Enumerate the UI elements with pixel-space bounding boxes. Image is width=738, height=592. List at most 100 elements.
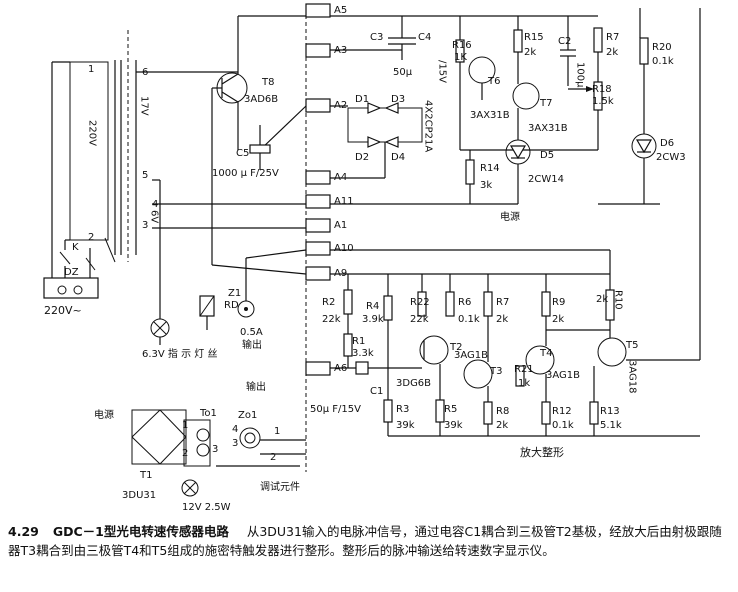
svg-text:17V: 17V: [139, 96, 150, 116]
svg-text:输出: 输出: [246, 380, 266, 393]
svg-text:2k: 2k: [596, 294, 608, 305]
svg-text:3k: 3k: [480, 180, 492, 191]
svg-text:3AG1B: 3AG1B: [454, 350, 488, 361]
svg-text:R16: R16: [452, 40, 472, 51]
svg-text:2k: 2k: [552, 314, 564, 325]
svg-text:1k: 1k: [518, 378, 530, 389]
resistor-r14: R14 3k: [330, 150, 518, 205]
svg-text:1.5k: 1.5k: [592, 96, 614, 107]
svg-text:输出: 输出: [242, 338, 262, 351]
svg-text:R3: R3: [396, 404, 409, 415]
svg-text:2k: 2k: [496, 314, 508, 325]
svg-text:A10: A10: [334, 243, 354, 254]
svg-text:调试元件: 调试元件: [260, 480, 300, 493]
capacitors-c3-c4: C3 C4 50μ: [330, 15, 598, 78]
svg-text:0.5A: 0.5A: [240, 327, 263, 338]
fuse-z1: Z1 RD 0.5A 输出: [199, 249, 307, 351]
svg-text:R6: R6: [458, 297, 471, 308]
svg-text:电源: 电源: [500, 210, 520, 223]
dz-fuse: [43, 277, 99, 299]
svg-text:/15V: /15V: [437, 60, 448, 83]
r7-r18: R7 2k R18 1.5k: [568, 27, 619, 150]
svg-text:2CW14: 2CW14: [528, 174, 564, 185]
svg-text:2: 2: [270, 452, 276, 463]
svg-text:T1: T1: [139, 470, 152, 481]
svg-text:3AD6B: 3AD6B: [244, 94, 278, 105]
svg-text:2k: 2k: [606, 47, 618, 58]
svg-text:4X2CP21A: 4X2CP21A: [423, 100, 434, 152]
svg-text:2k: 2k: [496, 420, 508, 431]
svg-text:220V~: 220V~: [44, 304, 82, 317]
svg-text:6.3V 指 示 灯 丝: 6.3V 指 示 灯 丝: [142, 347, 217, 360]
svg-text:12V 2.5W: 12V 2.5W: [182, 502, 231, 513]
svg-text:3.3k: 3.3k: [352, 348, 374, 359]
svg-text:R10: R10: [613, 290, 624, 310]
svg-text:R9: R9: [552, 297, 565, 308]
svg-text:A5: A5: [334, 5, 347, 16]
svg-text:D1: D1: [355, 94, 369, 105]
svg-text:220V: 220V: [87, 120, 98, 146]
svg-text:0.1k: 0.1k: [552, 420, 574, 431]
r20-d6: R20 0.1k D6 2CW3: [598, 8, 686, 205]
svg-text:3AX31B: 3AX31B: [528, 123, 568, 134]
capacitor-c2: C2 100μ: [558, 16, 586, 88]
svg-text:39k: 39k: [444, 420, 463, 431]
svg-text:T2: T2: [449, 342, 462, 353]
figure-title: GDC－1型光电转速传感器电路: [52, 524, 229, 539]
svg-text:22k: 22k: [322, 314, 341, 325]
svg-text:T4: T4: [539, 348, 552, 359]
svg-text:R2: R2: [322, 297, 335, 308]
svg-text:R15: R15: [524, 32, 544, 43]
svg-text:DZ: DZ: [64, 267, 79, 278]
svg-text:3AG1B: 3AG1B: [546, 370, 580, 381]
figure-number: 4.29: [8, 524, 39, 539]
resistor-row-top: R2 22k R4 3.9k R22 22k R6 0.1k R7 2k R9 …: [322, 274, 624, 325]
svg-text:D5: D5: [540, 150, 554, 161]
svg-text:3DU31: 3DU31: [122, 490, 156, 501]
transistor-t4: T4 3AG1B R21 1k: [514, 316, 610, 402]
svg-text:3.9k: 3.9k: [362, 314, 384, 325]
r1-c1: R1 3.3k C1 50μ F/15V: [310, 314, 422, 415]
svg-text:C4: C4: [418, 32, 431, 43]
svg-text:电源: 电源: [94, 408, 114, 421]
transistor-t2: T2 3DG6B: [387, 320, 462, 400]
svg-text:3AG18: 3AG18: [627, 360, 638, 394]
svg-text:39k: 39k: [396, 420, 415, 431]
mains-input: K DZ 220V~: [43, 61, 99, 317]
figure-caption: 4.29 GDC－1型光电转速传感器电路 从3DU31输入的电脉冲信号，通过电容…: [8, 522, 732, 560]
svg-text:C1: C1: [370, 386, 383, 397]
terminal-block: A5 A3 A2 A4 A11 A1 A10 A9 A6: [305, 3, 354, 376]
svg-text:1000 μ F/25V: 1000 μ F/25V: [212, 168, 279, 179]
svg-text:2CW3: 2CW3: [656, 152, 686, 163]
svg-text:C5: C5: [236, 148, 249, 159]
svg-text:3AX31B: 3AX31B: [470, 110, 510, 121]
svg-text:D3: D3: [391, 94, 405, 105]
svg-text:放大整形: 放大整形: [520, 445, 564, 459]
svg-text:D4: D4: [391, 152, 405, 163]
svg-text:D2: D2: [355, 152, 369, 163]
indicator-lamp: 6.3V 指 示 灯 丝: [142, 179, 217, 360]
svg-text:50μ F/15V: 50μ F/15V: [310, 404, 361, 415]
svg-text:R12: R12: [552, 406, 572, 417]
svg-text:3: 3: [142, 220, 148, 231]
svg-text:2: 2: [182, 448, 188, 459]
zener-d5: D5 2CW14: [505, 108, 564, 204]
transistor-t3: T3 3AG1B: [454, 316, 502, 402]
transistor-t5: T5 3AG18: [597, 8, 701, 394]
svg-text:4: 4: [232, 424, 238, 435]
svg-text:R1: R1: [352, 336, 365, 347]
svg-text:Z1: Z1: [228, 288, 241, 299]
svg-text:R22: R22: [410, 297, 430, 308]
svg-text:Zo1: Zo1: [238, 410, 257, 421]
svg-text:R18: R18: [592, 84, 612, 95]
svg-text:T5: T5: [625, 340, 638, 351]
capacitor-c5: C5 1000 μ F/25V: [212, 125, 279, 179]
svg-text:D6: D6: [660, 138, 674, 149]
svg-text:1: 1: [182, 420, 188, 431]
svg-text:A1: A1: [334, 220, 347, 231]
svg-text:50μ: 50μ: [393, 67, 413, 78]
svg-text:1: 1: [274, 426, 280, 437]
svg-text:0.1k: 0.1k: [458, 314, 480, 325]
svg-text:R8: R8: [496, 406, 509, 417]
svg-text:T7: T7: [539, 98, 552, 109]
